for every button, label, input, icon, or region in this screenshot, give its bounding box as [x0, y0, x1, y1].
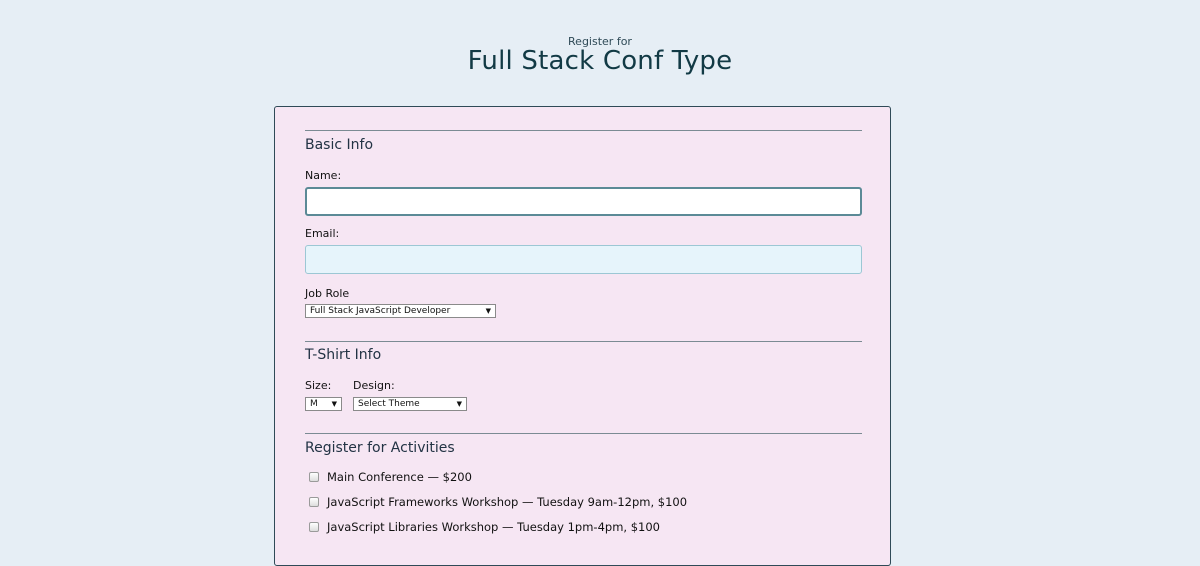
basic-info-title: Basic Info: [305, 137, 374, 153]
page-title: Full Stack Conf Type: [467, 46, 733, 76]
name-label: Name:: [305, 169, 342, 182]
activity-label: JavaScript Frameworks Workshop — Tuesday…: [327, 495, 688, 509]
email-label: Email:: [305, 227, 340, 240]
caret-down-icon: ▼: [456, 400, 462, 408]
activity-label: JavaScript Libraries Workshop — Tuesday …: [327, 520, 660, 534]
tshirt-info-title: T-Shirt Info: [305, 347, 382, 363]
pre-title: Register for: [568, 35, 632, 48]
name-input[interactable]: [305, 187, 862, 216]
email-input[interactable]: [305, 245, 862, 274]
caret-down-icon: ▼: [485, 307, 491, 315]
size-label: Size:: [305, 379, 332, 392]
activity-checkbox[interactable]: [309, 522, 319, 532]
section-divider: [305, 341, 862, 342]
section-divider: [305, 130, 862, 131]
registration-form: Basic Info Name: Email: Job Role Full St…: [274, 106, 891, 566]
job-role-selected: Full Stack JavaScript Developer: [310, 306, 451, 316]
caret-down-icon: ▼: [331, 400, 337, 408]
design-selected: Select Theme: [358, 399, 420, 409]
activity-label: Main Conference — $200: [327, 470, 472, 484]
design-label: Design:: [353, 379, 395, 392]
activities-title: Register for Activities: [305, 440, 455, 456]
section-divider: [305, 433, 862, 434]
job-role-label: Job Role: [305, 287, 350, 300]
activity-checkbox[interactable]: [309, 472, 319, 482]
size-select[interactable]: M ▼: [305, 397, 342, 411]
job-role-select[interactable]: Full Stack JavaScript Developer ▼: [305, 304, 496, 318]
size-selected: M: [310, 399, 318, 409]
activity-checkbox[interactable]: [309, 497, 319, 507]
design-select[interactable]: Select Theme ▼: [353, 397, 467, 411]
